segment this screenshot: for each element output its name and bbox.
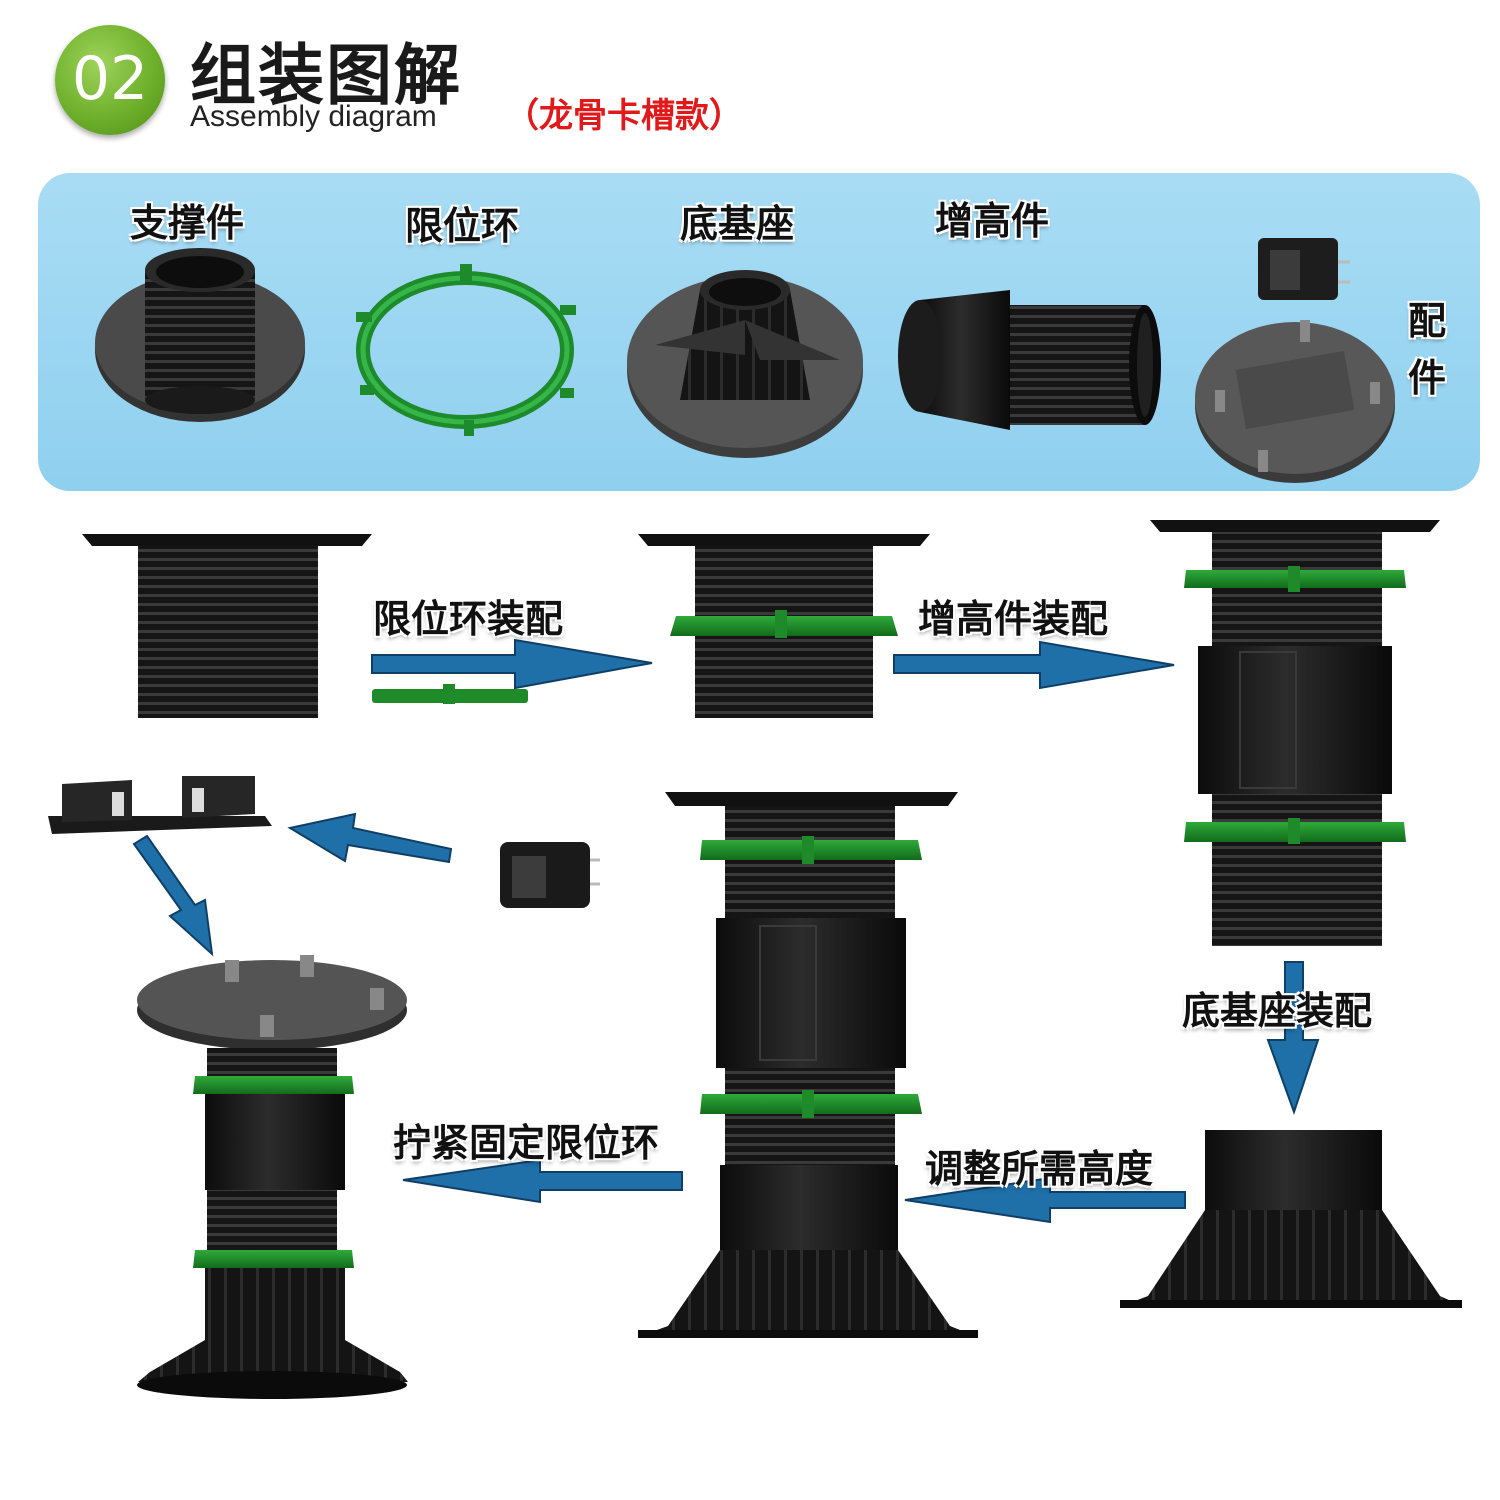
step-label-extension-assembly: 增高件装配 [918, 597, 1109, 641]
accessory-part-image [1195, 238, 1395, 483]
base-part-image [627, 270, 863, 458]
arrow-ring-assembly [371, 638, 653, 690]
final-pedestal [137, 955, 408, 1399]
support-piece-step1 [82, 534, 372, 718]
label-accessory-line1: 配 [1408, 299, 1447, 343]
arrow-adjust-height [904, 1176, 1186, 1224]
full-assembly-step4 [638, 792, 978, 1338]
limit-ring-part-image [356, 264, 576, 436]
support-with-extension-step3 [1150, 520, 1440, 946]
arrow-clip-to-bracket [287, 812, 453, 864]
arrow-extension-assembly [893, 640, 1175, 690]
support-part-image [95, 248, 305, 422]
arrow-base-assembly [1266, 961, 1320, 1116]
support-with-ring-step2 [638, 534, 930, 718]
step-label-ring-assembly: 限位环装配 [373, 597, 564, 641]
step-number: 02 [71, 44, 149, 114]
arrow-bracket-down [132, 834, 214, 957]
label-accessory-line2: 件 [1408, 356, 1447, 400]
page-subtitle: （龙骨卡槽款） [505, 96, 743, 136]
page-title-english: Assembly diagram [190, 100, 437, 133]
label-extension: 增高件 [935, 199, 1050, 243]
clip-image [500, 842, 600, 908]
arrow-tighten-ring [402, 1158, 683, 1204]
label-base: 底基座 [680, 202, 795, 246]
label-limit-ring: 限位环 [405, 204, 520, 248]
ring-segment-image [372, 684, 528, 704]
page-title: 组装图解 [190, 37, 462, 114]
base-piece-image [1120, 1130, 1462, 1308]
step-label-base-assembly: 底基座装配 [1182, 989, 1373, 1033]
extension-part-image [898, 290, 1161, 430]
step-number-badge: 02 [55, 25, 165, 135]
label-support: 支撑件 [130, 201, 245, 245]
step-label-adjust-height: 调整所需高度 [925, 1147, 1154, 1191]
bracket-image [48, 776, 272, 834]
step-label-tighten-ring: 拧紧固定限位环 [393, 1121, 660, 1165]
